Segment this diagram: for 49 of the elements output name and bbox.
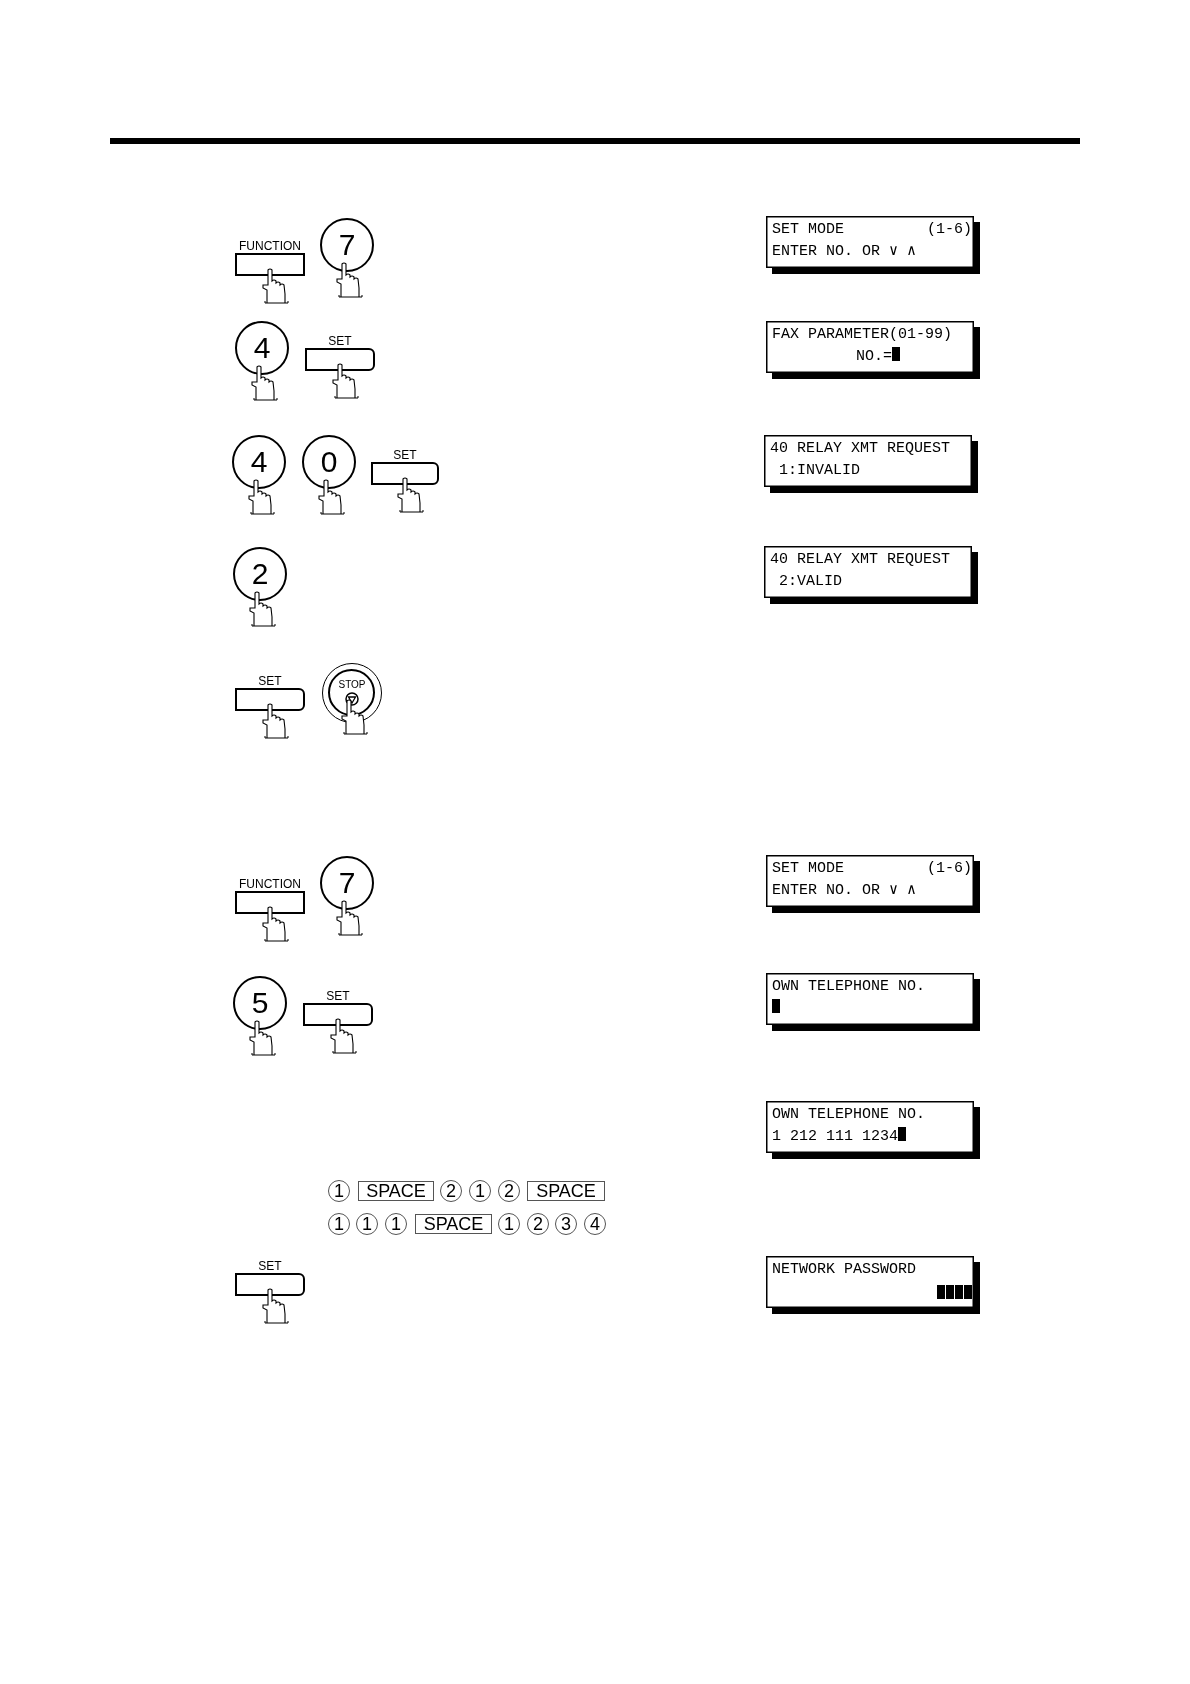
lcd-display: [764, 435, 978, 493]
key-label: FUNCTION: [238, 878, 302, 891]
key: [305, 335, 375, 371]
number-key: 7: [320, 218, 374, 272]
display-text: SET MODE: [772, 221, 844, 238]
lcd-display: [766, 1101, 980, 1159]
key-label: STOP: [337, 678, 367, 691]
number-key: 0: [302, 435, 356, 489]
display-text: OWN TELEPHONE NO.: [772, 978, 926, 995]
display-text: 1:INVALID: [779, 462, 860, 479]
display-text: 40 RELAY XMT REQUEST: [770, 440, 951, 457]
lcd-display: [764, 546, 978, 604]
space-key: SPACE: [527, 1181, 605, 1201]
display-text: (1-6): [927, 859, 972, 879]
number-key: 2: [233, 547, 287, 601]
key: [235, 675, 305, 711]
key: [235, 240, 305, 276]
lcd-display: [766, 321, 980, 379]
key: [235, 1260, 305, 1296]
display-text: OWN TELEPHONE NO.: [772, 1106, 926, 1123]
display-text: NO.=: [856, 348, 892, 365]
lcd-display: [766, 1256, 980, 1314]
display-text: SET MODE: [772, 860, 844, 877]
display-text: 2:VALID: [779, 573, 842, 590]
key-label: FUNCTION: [238, 240, 302, 253]
display-text: NETWORK PASSWORD: [772, 1261, 917, 1278]
lcd-display: [766, 973, 980, 1031]
number-key: 4: [232, 435, 286, 489]
key-label: SET: [257, 1260, 283, 1273]
number-key: 7: [320, 856, 374, 910]
lcd-display: [766, 216, 980, 274]
display-text: ENTER NO. OR ∨ ∧: [772, 243, 917, 260]
number-key: 5: [233, 976, 287, 1030]
display-text: 1 212 111 1234: [772, 1128, 899, 1145]
lcd-display: [766, 855, 980, 913]
space-key: SPACE: [415, 1214, 492, 1234]
key: [235, 878, 305, 914]
display-text: FAX PARAMETER(01-99): [772, 326, 953, 343]
display-text: (1-6): [927, 220, 972, 240]
display-text: ENTER NO. OR ∨ ∧: [772, 882, 917, 899]
key: [303, 990, 373, 1026]
key-label: SET: [325, 990, 351, 1003]
space-key: SPACE: [358, 1181, 434, 1201]
display-text: 40 RELAY XMT REQUEST: [770, 551, 951, 568]
number-key: 4: [235, 321, 289, 375]
key-label: SET: [327, 335, 353, 348]
key-label: SET: [392, 449, 418, 462]
key: [371, 449, 439, 485]
key-label: SET: [257, 675, 283, 688]
